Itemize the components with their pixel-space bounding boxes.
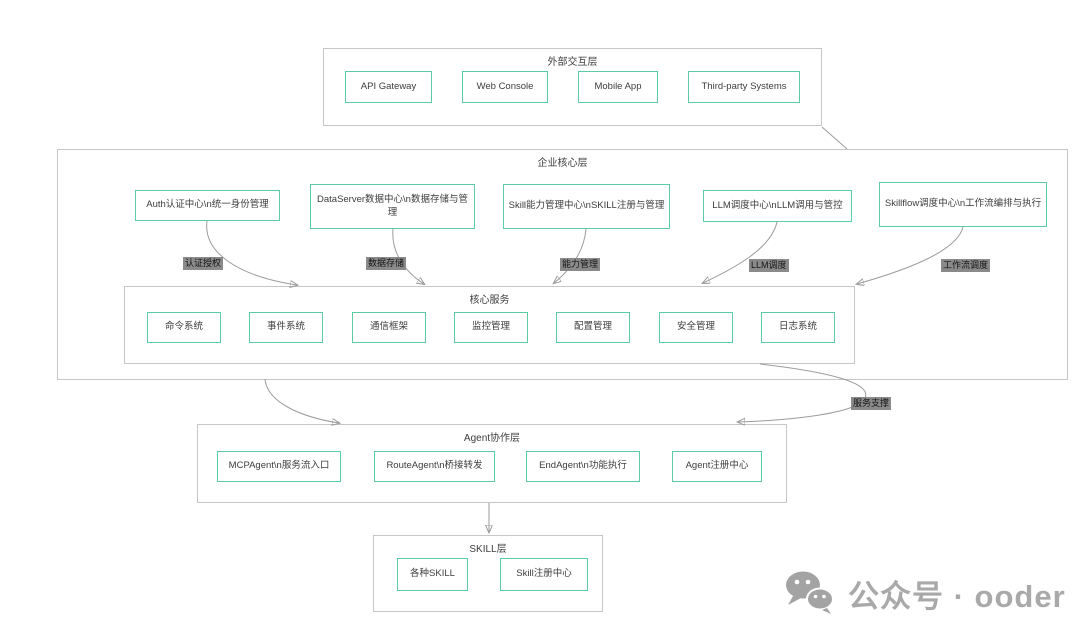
node-end-agent: EndAgent\n功能执行: [526, 451, 640, 482]
node-communication-framework: 通信框架: [352, 312, 426, 343]
edge-label-capability: 能力管理: [560, 258, 601, 271]
edge-label-data-storage: 数据存储: [366, 257, 407, 270]
watermark: 公众号 · ooder: [784, 570, 1066, 616]
edge-label-workflow-dispatch: 工作流调度: [941, 259, 991, 272]
edge-external-to-core: [821, 126, 848, 150]
node-skillflow-center: Skillflow调度中心\n工作流编排与执行: [879, 182, 1047, 227]
node-log-system: 日志系统: [761, 312, 835, 343]
node-auth-center: Auth认证中心\n统一身份管理: [135, 190, 280, 221]
wechat-icon: [786, 571, 834, 614]
node-agent-registry: Agent注册中心: [672, 451, 762, 482]
node-third-party-systems: Third-party Systems: [688, 71, 800, 103]
layer-external-title: 外部交互层: [547, 57, 598, 68]
edge-label-auth: 认证授权: [183, 257, 224, 270]
node-web-console: Web Console: [462, 71, 548, 103]
node-mobile-app: Mobile App: [578, 71, 658, 103]
layer-skill-title: SKILL层: [469, 544, 507, 555]
edge-core-to-agent-left: [264, 378, 339, 423]
node-dataserver-center: DataServer数据中心\n数据存储与管理: [310, 184, 475, 229]
node-command-system: 命令系统: [147, 312, 221, 343]
node-event-system: 事件系统: [249, 312, 323, 343]
edge-label-service-support: 服务支撑: [851, 397, 892, 410]
node-api-gateway: API Gateway: [345, 71, 432, 103]
node-various-skills: 各种SKILL: [397, 558, 468, 591]
node-route-agent: RouteAgent\n桥接转发: [374, 451, 495, 482]
layer-core-services-title: 核心服务: [469, 295, 510, 306]
node-skill-capability-center: Skill能力管理中心\nSKILL注册与管理: [503, 184, 670, 229]
edge-label-llm-dispatch: LLM调度: [749, 259, 789, 272]
layer-agent-title: Agent协作层: [463, 433, 521, 444]
node-skill-registry: Skill注册中心: [500, 558, 588, 591]
node-mcp-agent: MCPAgent\n服务流入口: [217, 451, 341, 482]
layer-enterprise-core-title: 企业核心层: [537, 158, 588, 169]
node-config-management: 配置管理: [556, 312, 630, 343]
watermark-text: 公众号 · ooder: [848, 578, 1066, 614]
node-llm-dispatch-center: LLM调度中心\nLLM调用与管控: [703, 190, 852, 222]
node-security-management: 安全管理: [659, 312, 733, 343]
node-monitoring-management: 监控管理: [454, 312, 528, 343]
